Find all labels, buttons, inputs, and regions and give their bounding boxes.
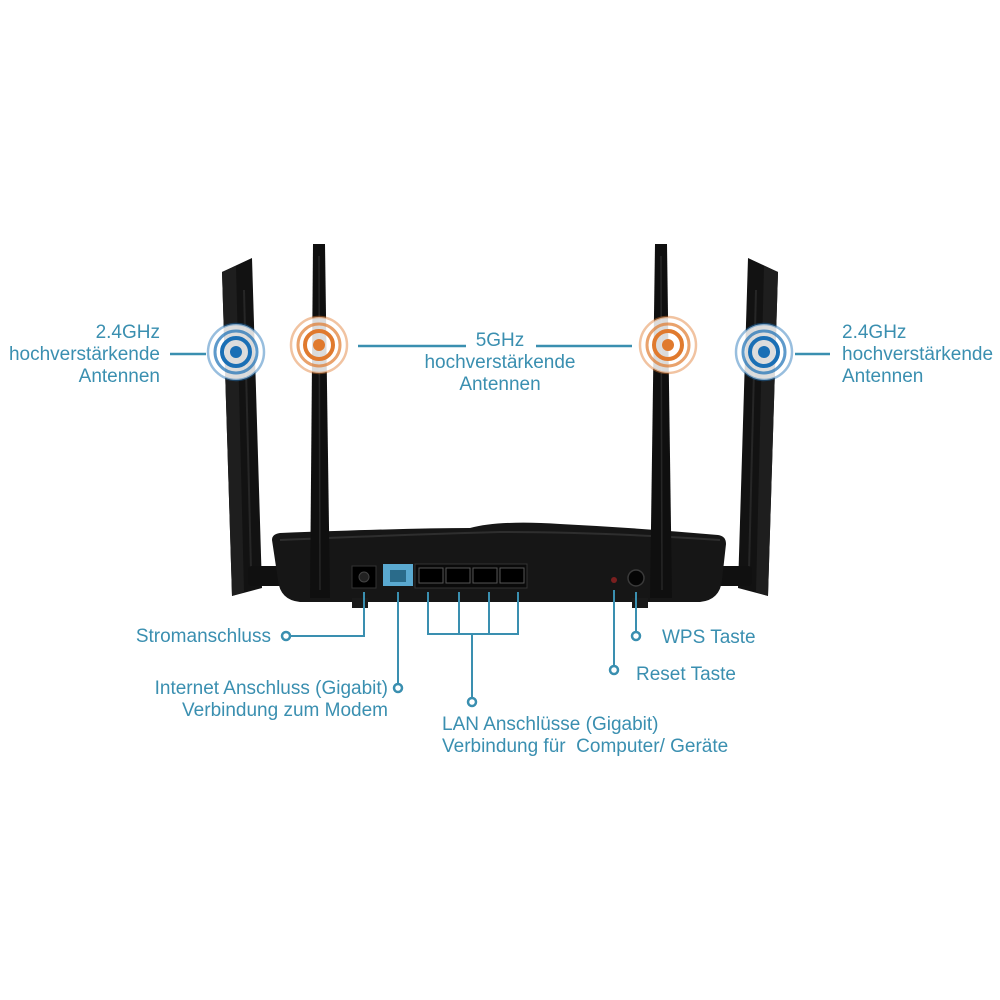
label-wps: WPS Taste: [662, 627, 756, 649]
label-24ghz-left-line1: 2.4GHz: [95, 322, 160, 343]
label-5ghz-center: 5GHz hochverstärkende Antennen: [400, 330, 600, 396]
label-24ghz-left-line3: Antennen: [78, 366, 160, 387]
port-callout-lines: [288, 590, 637, 700]
label-lan-line1: LAN Anschlüsse (Gigabit): [442, 714, 659, 735]
reset-button: [611, 577, 617, 583]
power-port: [351, 565, 377, 589]
signal-5ghz-icon: [289, 315, 349, 375]
label-internet-line1: Internet Anschluss (Gigabit): [154, 678, 388, 699]
wps-button: [627, 569, 645, 587]
signal-24ghz-icon: [206, 322, 266, 382]
antenna-left-inner: [310, 244, 330, 598]
label-power: Stromanschluss: [136, 626, 271, 648]
label-24ghz-left: 2.4GHz hochverstärkende Antennen: [9, 322, 160, 388]
label-24ghz-right: 2.4GHz hochverstärkende Antennen: [842, 322, 993, 388]
label-24ghz-right-line3: Antennen: [842, 366, 924, 387]
signal-5ghz-icon: [638, 315, 698, 375]
antenna-right-inner: [650, 244, 672, 598]
label-5ghz-line2: hochverstärkende: [424, 352, 576, 373]
label-internet-line2: Verbindung zum Modem: [182, 700, 388, 721]
label-24ghz-right-line1: 2.4GHz: [842, 322, 907, 343]
label-lan: LAN Anschlüsse (Gigabit) Verbindung für …: [442, 714, 728, 758]
antenna-callout-lines: [170, 344, 830, 356]
internet-port: [383, 564, 413, 586]
lan-ports: [414, 563, 528, 589]
label-24ghz-right-line2: hochverstärkende: [842, 344, 994, 365]
label-reset-text: Reset Taste: [636, 664, 736, 685]
label-lan-line2: Verbindung für Computer/ Geräte: [442, 736, 729, 757]
label-5ghz-line3: Antennen: [459, 374, 541, 395]
label-reset: Reset Taste: [636, 664, 736, 686]
label-power-text: Stromanschluss: [135, 626, 271, 647]
label-5ghz-line1: 5GHz: [475, 330, 525, 351]
label-wps-text: WPS Taste: [662, 627, 756, 648]
signal-24ghz-icon: [734, 322, 794, 382]
label-24ghz-left-line2: hochverstärkende: [8, 344, 160, 365]
callout-dots: [280, 630, 642, 708]
label-internet: Internet Anschluss (Gigabit) Verbindung …: [155, 678, 388, 722]
